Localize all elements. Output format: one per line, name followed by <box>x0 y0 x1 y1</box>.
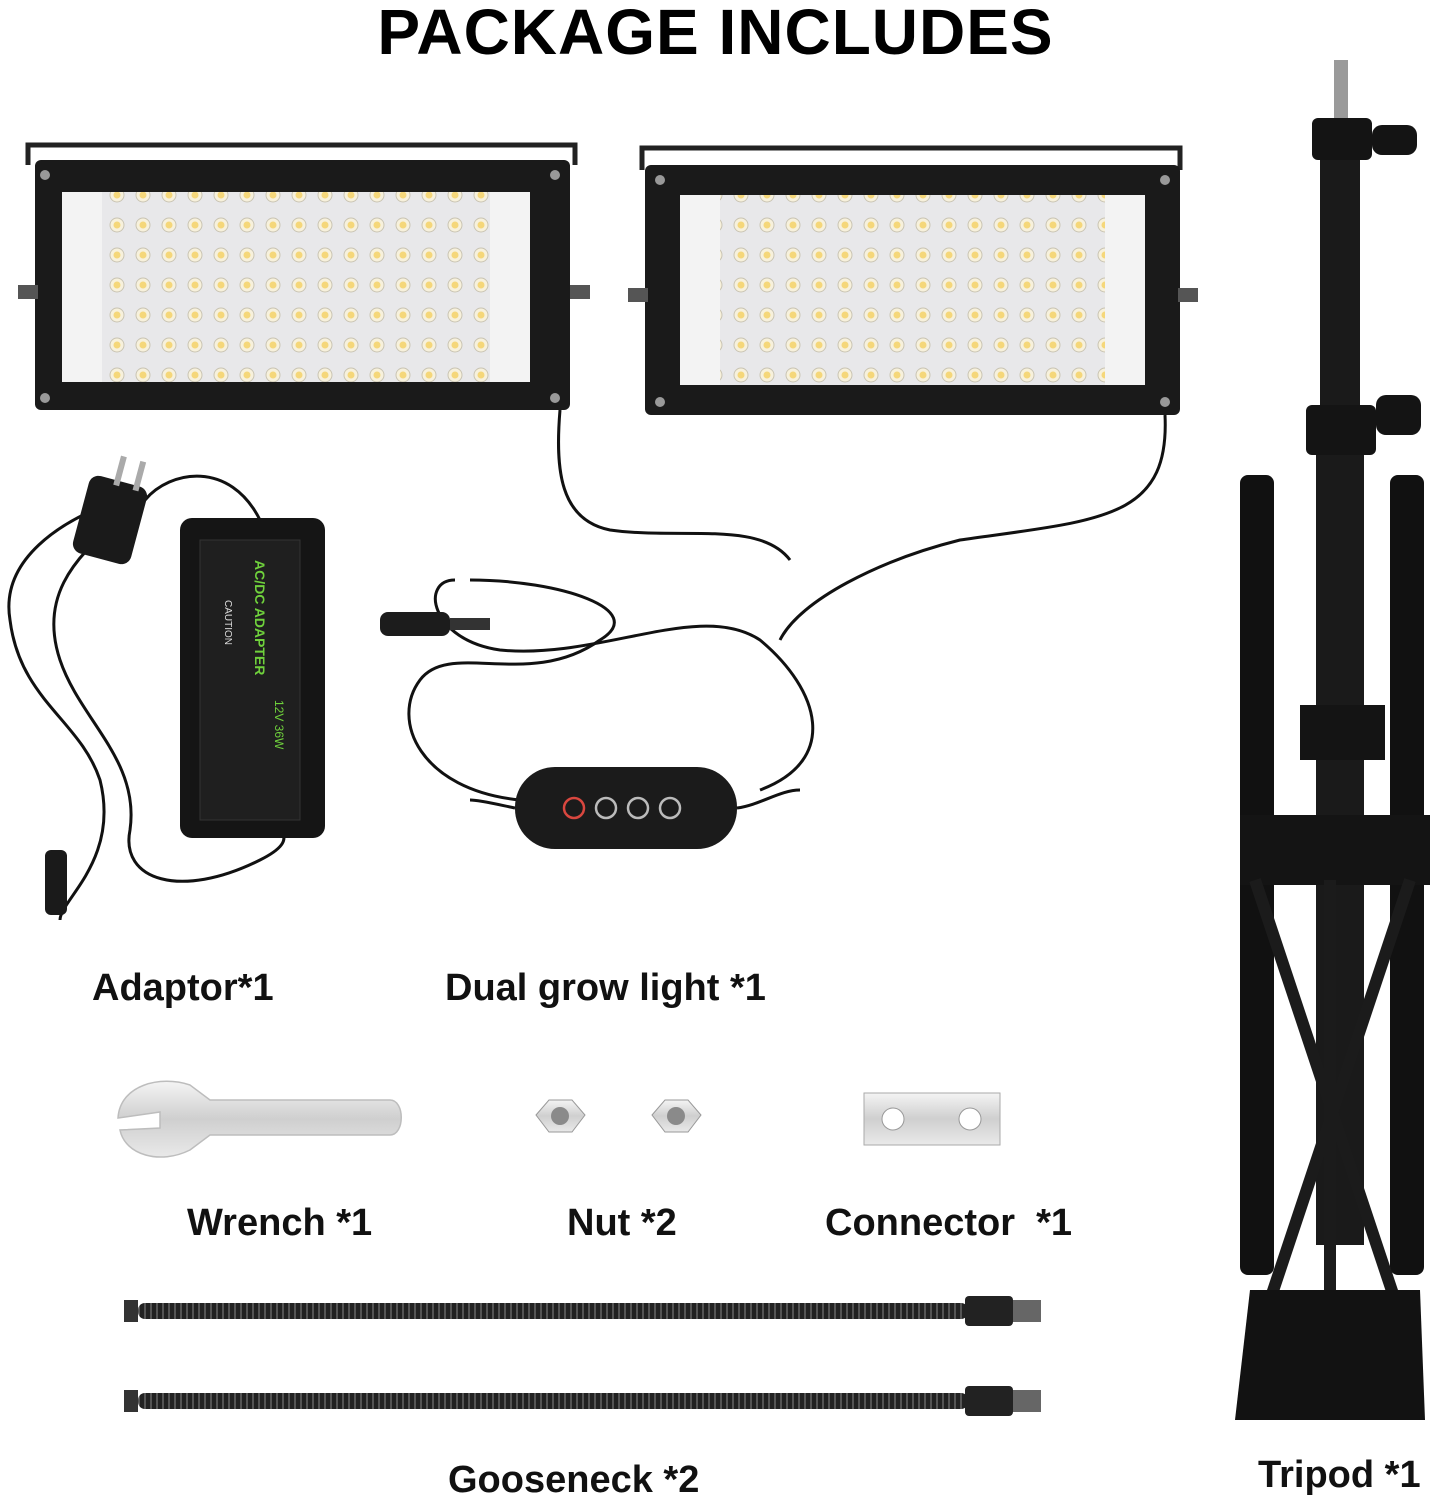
gooseneck-1 <box>124 1296 1041 1326</box>
light-cables <box>407 409 1167 802</box>
label-adaptor: Adaptor*1 <box>92 967 274 1009</box>
grow-light-left <box>18 142 590 410</box>
adapter-brand-text: AC/DC ADAPTER <box>252 560 268 675</box>
grow-light-right <box>628 145 1198 415</box>
adapter-caution-text: CAUTION <box>222 600 233 645</box>
label-tripod: Tripod *1 <box>1258 1454 1421 1496</box>
label-nut: Nut *2 <box>567 1202 677 1244</box>
adapter-brick: AC/DC ADAPTER 12V 36W CAUTION <box>180 518 325 838</box>
label-dual-grow-light: Dual grow light *1 <box>445 967 766 1009</box>
page-title: PACKAGE INCLUDES <box>377 0 1054 68</box>
dc-plug <box>380 612 490 636</box>
wrench <box>117 1080 402 1158</box>
adapter-rating-text: 12V 36W <box>272 700 286 750</box>
inline-controller <box>469 767 801 849</box>
power-cord <box>7 474 286 921</box>
gooseneck-2 <box>124 1386 1041 1416</box>
label-connector: Connector *1 <box>825 1202 1073 1244</box>
nut-1 <box>535 1099 586 1133</box>
connector-plate <box>863 1092 1001 1146</box>
nut-2 <box>651 1099 702 1133</box>
tripod <box>1235 60 1430 1420</box>
label-wrench: Wrench *1 <box>187 1202 373 1244</box>
cord-ferrite <box>45 850 67 915</box>
wall-plug <box>72 455 148 565</box>
label-gooseneck: Gooseneck *2 <box>448 1459 700 1501</box>
